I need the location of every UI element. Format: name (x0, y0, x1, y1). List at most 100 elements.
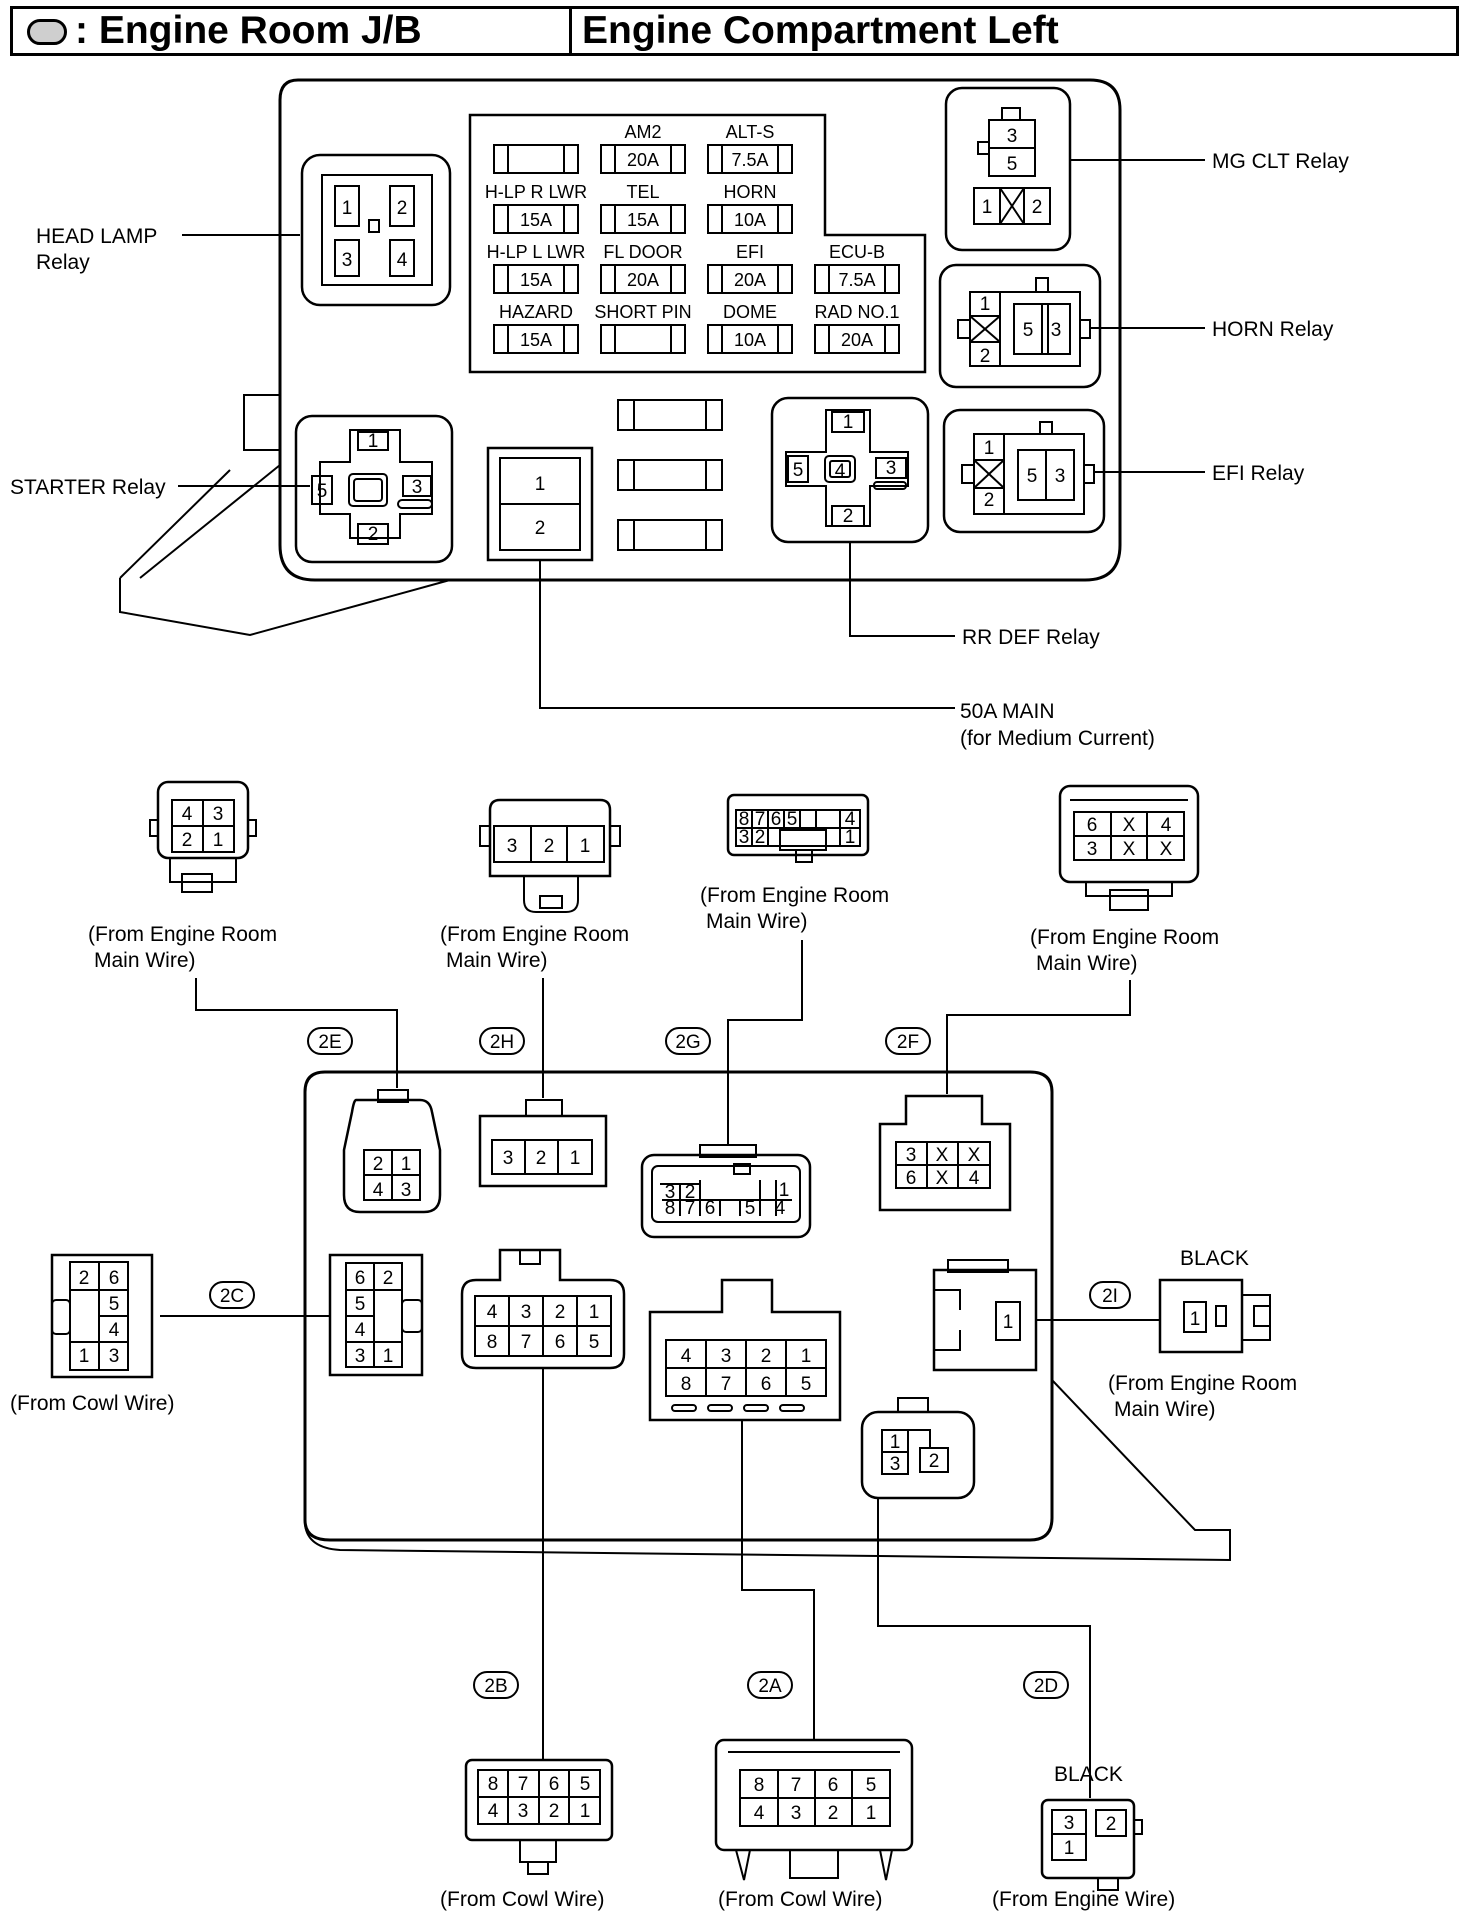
mate-2i-source-2: Main Wire) (1114, 1398, 1216, 1421)
svg-text:2: 2 (755, 827, 766, 848)
svg-text:2C: 2C (220, 1286, 244, 1307)
code-2i: 2I (1089, 1281, 1131, 1309)
svg-text:4: 4 (373, 1180, 384, 1201)
rr-def-relay-label: RR DEF Relay (962, 626, 1100, 649)
efi-relay-label: EFI Relay (1212, 462, 1305, 485)
fuse-ecu-b: ECU-B7.5A (814, 242, 900, 294)
svg-text:6: 6 (771, 809, 782, 830)
connector-codes: 2E 2H 2G 2F 2C 2I 2B 2A 2D (209, 1027, 1131, 1699)
code-2c: 2C (209, 1281, 255, 1309)
fuse-name: DOME (723, 302, 777, 322)
svg-text:5: 5 (866, 1775, 877, 1796)
fuse-short-pin: SHORT PIN (594, 302, 692, 354)
svg-text:1: 1 (1064, 1838, 1075, 1859)
fuse-rating: 10A (734, 330, 766, 350)
svg-text:8: 8 (681, 1374, 692, 1395)
mate-2g-source-2: Main Wire) (706, 910, 808, 933)
svg-text:1: 1 (79, 1346, 90, 1367)
fusible-link-50a-main: 1 2 (486, 446, 594, 562)
svg-text:3: 3 (886, 458, 897, 479)
mate-2e-source-1: (From Engine Room (88, 923, 277, 946)
svg-text:7: 7 (791, 1775, 802, 1796)
svg-text:2: 2 (397, 198, 408, 219)
svg-text:4: 4 (845, 809, 856, 830)
upper-block-outline (119, 78, 1122, 637)
svg-text:5: 5 (109, 1294, 120, 1315)
header-title: : Engine Room J/B (75, 9, 422, 52)
mate-2f-source-2: Main Wire) (1036, 952, 1138, 975)
svg-text:8: 8 (754, 1775, 765, 1796)
svg-text:3: 3 (355, 1346, 366, 1367)
svg-text:3: 3 (1087, 839, 1098, 860)
svg-text:3: 3 (518, 1801, 529, 1822)
svg-text:2: 2 (549, 1801, 560, 1822)
svg-text:2G: 2G (675, 1032, 700, 1053)
fuse-name: HAZARD (499, 302, 573, 322)
svg-text:1: 1 (890, 1432, 901, 1453)
svg-text:1: 1 (570, 1148, 581, 1169)
fuse-rating: 20A (734, 270, 766, 290)
svg-text:7: 7 (755, 809, 766, 830)
mate-2c-source: (From Cowl Wire) (10, 1392, 174, 1415)
svg-text:2: 2 (843, 506, 854, 527)
header-location-cell: Engine Compartment Left (569, 6, 1459, 56)
svg-text:3: 3 (412, 477, 423, 498)
mate-2g-source-1: (From Engine Room (700, 884, 889, 907)
svg-text:6: 6 (555, 1332, 566, 1353)
fuse-rating: 15A (520, 210, 552, 230)
block-connector-2d: 13 2 (860, 1397, 976, 1500)
svg-text:1: 1 (779, 1180, 790, 1201)
svg-text:6: 6 (761, 1374, 772, 1395)
svg-text:7: 7 (521, 1332, 532, 1353)
fuse-rating: 15A (520, 270, 552, 290)
fuse-body (707, 144, 793, 174)
mate-2a-source: (From Cowl Wire) (718, 1888, 882, 1911)
connector-leaders (160, 940, 1160, 1798)
main-50a-leader (539, 560, 955, 709)
fuse-name: RAD NO.1 (814, 302, 899, 322)
svg-text:2: 2 (1106, 1814, 1117, 1835)
code-2f: 2F (885, 1027, 931, 1055)
svg-text:5: 5 (1027, 466, 1038, 487)
mate-2i-source-1: (From Engine Room (1108, 1372, 1297, 1395)
svg-text:2: 2 (980, 346, 991, 367)
fuse-name: H-LP R LWR (485, 182, 587, 202)
svg-text:2: 2 (383, 1268, 394, 1289)
main-50a-label-2: (for Medium Current) (960, 727, 1155, 750)
rr-def-relay: 1 5 3 2 4 (770, 396, 930, 544)
lower-block-outline (303, 1070, 1231, 1562)
svg-text:4: 4 (754, 1803, 765, 1824)
fuse-name: ALT-S (726, 122, 775, 142)
mate-2f-source-1: (From Engine Room (1030, 926, 1219, 949)
svg-text:3: 3 (401, 1180, 412, 1201)
mg-clt-relay: 3 5 1 2 (944, 86, 1072, 252)
svg-text:1: 1 (580, 1801, 591, 1822)
code-2g: 2G (665, 1027, 711, 1055)
svg-text:4: 4 (109, 1320, 120, 1341)
svg-text:4: 4 (835, 461, 846, 482)
fuse-rating: 15A (520, 330, 552, 350)
mg-clt-relay-label: MG CLT Relay (1212, 150, 1349, 173)
svg-text:1: 1 (980, 294, 991, 315)
svg-text:3: 3 (1055, 466, 1066, 487)
svg-text:4: 4 (487, 1302, 498, 1323)
mate-2d-source: (From Engine Wire) (992, 1888, 1175, 1911)
svg-text:5: 5 (580, 1774, 591, 1795)
code-2h: 2H (479, 1027, 525, 1055)
rr-def-leader (849, 542, 955, 637)
fuse-name: HORN (724, 182, 777, 202)
svg-text:5: 5 (317, 481, 328, 502)
svg-text:3: 3 (890, 1454, 901, 1475)
fuse-body (600, 144, 686, 174)
fuse-rating: 20A (627, 270, 659, 290)
